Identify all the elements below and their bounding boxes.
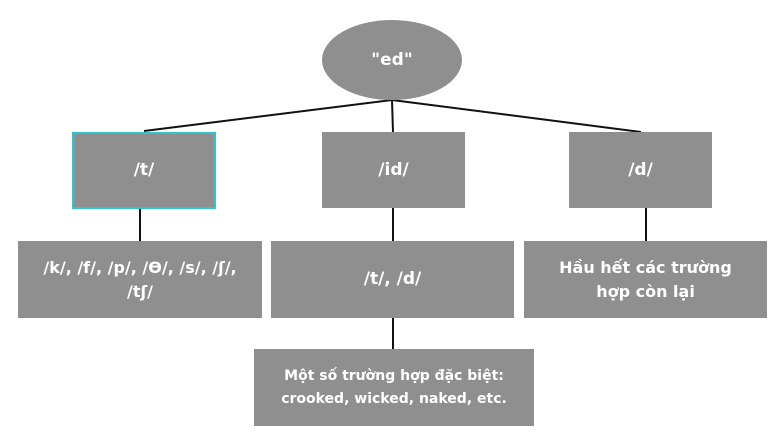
branch-node-t-label: /t/ [133, 160, 155, 181]
special-cases-node[interactable]: Một số trường hợp đặc biệt: crooked, wic… [254, 349, 534, 426]
connector-root-t [143, 99, 393, 132]
t-sounds-line-2: /tʃ/ [127, 281, 153, 301]
d-rule-line-2: hợp còn lại [596, 281, 695, 301]
special-cases-line-1: Một số trường hợp đặc biệt: [284, 368, 504, 385]
d-rule-line-1: Hầu hết các trường [559, 258, 732, 278]
d-rule-node[interactable]: Hầu hết các trường hợp còn lại [524, 241, 767, 318]
branch-node-id[interactable]: /id/ [322, 132, 465, 208]
connector-root-id [391, 99, 394, 133]
branch-node-d-label: /d/ [628, 159, 653, 180]
t-sounds-node[interactable]: /k/, /f/, /p/, /Ɵ/, /s/, /ʃ/, /tʃ/ [18, 241, 262, 318]
branch-node-d[interactable]: /d/ [569, 132, 712, 208]
t-sounds-line-1: /k/, /f/, /p/, /Ɵ/, /s/, /ʃ/, [43, 258, 237, 278]
root-node-ed[interactable]: "ed" [322, 20, 462, 100]
branch-node-id-label: /id/ [378, 159, 409, 180]
branch-node-t[interactable]: /t/ [72, 132, 216, 209]
id-sounds-node[interactable]: /t/, /d/ [271, 241, 514, 318]
id-sounds-label: /t/, /d/ [363, 269, 422, 290]
special-cases-line-2: crooked, wicked, naked, etc. [281, 390, 507, 407]
connector-root-d [391, 99, 642, 133]
root-node-label: "ed" [371, 49, 413, 70]
